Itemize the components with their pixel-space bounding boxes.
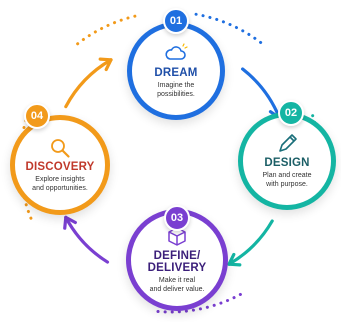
step-dream-description: Imagine the possibilities. <box>157 82 195 98</box>
step-discovery-title: DISCOVERY <box>25 161 95 173</box>
arrowhead-discovery-to-dream <box>98 57 113 72</box>
box-icon <box>165 226 189 248</box>
dotted-arc-dream <box>194 12 264 46</box>
step-dream-circle: DREAM Imagine the possibilities. <box>127 22 225 120</box>
dotted-arc-discovery-upper <box>76 13 141 46</box>
step-design-title: DESIGN <box>264 157 310 169</box>
arrow-discovery-to-dream <box>64 58 113 109</box>
step-dream-number-badge: 01 <box>163 8 189 34</box>
arrow-delivery-to-discovery <box>64 215 110 264</box>
arrowhead-delivery-to-discovery <box>63 215 77 230</box>
arrow-dream-to-design <box>241 67 282 120</box>
step-define-delivery-title: DEFINE/ DELIVERY <box>147 250 207 274</box>
step-design-description: Plan and create with purpose. <box>262 172 312 188</box>
step-define-delivery-number-badge: 03 <box>164 205 190 231</box>
step-discovery-description: Explore insights and opportunities. <box>32 176 88 192</box>
arrow-design-to-delivery <box>227 219 274 266</box>
step-define-delivery-description: Make it real and deliver value. <box>149 277 205 293</box>
step-discovery-circle: DISCOVERY Explore insights and opportuni… <box>10 115 110 215</box>
dotted-arc-delivery <box>152 292 242 314</box>
step-design-circle: DESIGN Plan and create with purpose. <box>238 112 336 210</box>
pencil-icon <box>275 133 299 155</box>
step-define-delivery-circle: DEFINE/ DELIVERY Make it real and delive… <box>126 209 228 311</box>
step-dream-title: DREAM <box>154 67 198 79</box>
step-design-number-badge: 02 <box>278 100 304 126</box>
cloud-icon <box>164 43 188 65</box>
magnifier-icon <box>48 137 72 159</box>
step-discovery-number-badge: 04 <box>24 103 50 129</box>
arrowhead-design-to-delivery <box>227 252 242 267</box>
